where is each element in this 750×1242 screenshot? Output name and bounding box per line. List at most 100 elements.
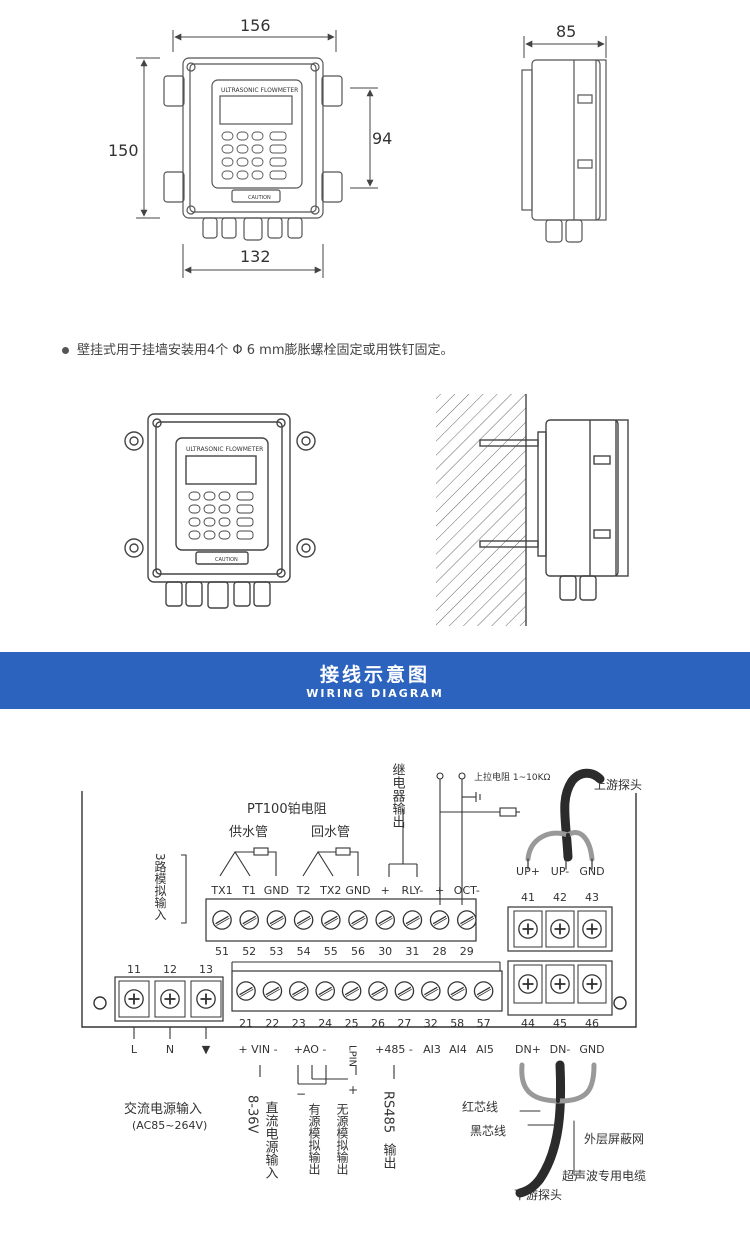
probe-slot-41 xyxy=(513,910,543,948)
terminal-screw-24[interactable] xyxy=(315,981,336,1001)
front-view-mounted xyxy=(124,413,316,609)
terminal-screw-42[interactable] xyxy=(549,918,571,940)
probe-bottom-block xyxy=(507,960,613,1016)
terminal-name-31: RLY- xyxy=(402,884,424,897)
mount-hole-left xyxy=(93,996,107,1010)
terminal-name-41: UP+ xyxy=(516,865,540,878)
terminal-screw-44[interactable] xyxy=(517,973,539,995)
black-wire-label: 黑芯线 xyxy=(470,1124,506,1138)
terminal-name-55: TX2 xyxy=(319,884,341,897)
terminal-num-44: 44 xyxy=(521,1017,535,1030)
terminal-screw-26[interactable] xyxy=(368,981,388,1001)
upper-terminals xyxy=(212,910,477,930)
passive-analog-label: 无源模拟输出 xyxy=(335,1103,349,1175)
terminal-screw-45[interactable] xyxy=(549,973,571,995)
lower-group-label: AI5 xyxy=(476,1043,494,1056)
ao-minus-label: − xyxy=(296,1087,306,1101)
terminal-screw-29[interactable] xyxy=(456,910,477,930)
board-outline xyxy=(81,791,637,1028)
terminal-screw-53[interactable] xyxy=(266,910,287,930)
dc-power-label: 直流电源输入 xyxy=(263,1101,279,1179)
bullet-icon xyxy=(62,347,69,354)
terminal-name-12: N xyxy=(166,1043,174,1056)
front-view-dimensioned xyxy=(163,57,343,241)
terminal-screw-27[interactable] xyxy=(394,981,415,1001)
terminal-screw-51[interactable] xyxy=(212,910,232,930)
lower-output-brackets xyxy=(133,961,501,1085)
dc-range-label: 8-36V xyxy=(245,1095,260,1134)
ac-range-label: (AC85~264V) xyxy=(132,1119,207,1132)
terminal-name-28: + xyxy=(435,884,444,897)
terminal-num-28: 28 xyxy=(433,945,447,958)
probe-terminals xyxy=(513,910,607,1004)
terminal-screw-56[interactable] xyxy=(348,910,368,930)
terminal-screw-13[interactable] xyxy=(195,988,217,1010)
dim-height-left: 150 xyxy=(108,141,139,160)
terminal-num-26: 26 xyxy=(371,1017,385,1030)
banner-title-en: WIRING DIAGRAM xyxy=(306,687,444,700)
downstream-probe-label: 下游探头 xyxy=(514,1188,562,1202)
section-banner: 接线示意图 WIRING DIAGRAM xyxy=(0,652,750,709)
terminal-name-45: DN- xyxy=(550,1043,571,1056)
pt100-title: PT100铂电阻 xyxy=(247,801,327,817)
ac-power-label: 交流电源输入 xyxy=(124,1101,202,1117)
terminal-name-52: T1 xyxy=(241,884,256,897)
terminal-name-42: UP- xyxy=(551,865,569,878)
analog-input-label: 3路模拟输入 xyxy=(153,853,167,921)
downstream-cable xyxy=(515,1060,597,1198)
rs485-label: RS485 xyxy=(381,1091,396,1133)
terminal-name-29: OCT- xyxy=(454,884,480,897)
terminal-num-24: 24 xyxy=(318,1017,332,1030)
terminal-name-46: GND xyxy=(579,1043,604,1056)
terminal-name-13: ▼ xyxy=(202,1043,211,1056)
terminal-num-12: 12 xyxy=(163,963,177,976)
dimension-drawings: ULTRASONIC FLOWMETER CAUTION 156 150 94 … xyxy=(108,16,629,626)
terminal-screw-54[interactable] xyxy=(293,910,314,930)
power-terminal-block xyxy=(114,976,224,1022)
terminal-screw-22[interactable] xyxy=(262,981,283,1001)
terminal-screw-58[interactable] xyxy=(447,981,468,1001)
upstream-cable xyxy=(525,768,605,870)
mount-hole-right xyxy=(613,996,627,1010)
terminal-screw-57[interactable] xyxy=(473,981,494,1001)
side-view-wall-mounted xyxy=(436,394,629,626)
terminal-screw-31[interactable] xyxy=(402,910,423,930)
terminal-screw-41[interactable] xyxy=(517,918,539,940)
ultrasonic-cable-label: 超声波专用电缆 xyxy=(562,1168,646,1183)
terminal-num-45: 45 xyxy=(553,1017,567,1030)
mounting-note-text: 壁挂式用于挂墙安装用4个 Φ 6 mm膨胀螺栓固定或用铁钉固定。 xyxy=(77,343,454,358)
terminal-screw-11[interactable] xyxy=(123,988,145,1010)
terminal-num-11: 11 xyxy=(127,963,141,976)
terminal-name-44: DN+ xyxy=(515,1043,541,1056)
terminal-screw-12[interactable] xyxy=(159,988,181,1010)
terminal-screw-32[interactable] xyxy=(420,981,441,1001)
terminal-name-54: T2 xyxy=(296,884,311,897)
lower-group-label: +AO - xyxy=(294,1043,327,1056)
terminal-screw-30[interactable] xyxy=(375,910,396,930)
banner-title-cn: 接线示意图 xyxy=(319,664,430,686)
terminal-num-52: 52 xyxy=(242,945,256,958)
return-pipe-label: 回水管 xyxy=(311,825,350,840)
terminal-screw-43[interactable] xyxy=(581,918,603,940)
terminal-screw-52[interactable] xyxy=(239,910,260,930)
terminal-num-54: 54 xyxy=(297,945,311,958)
terminal-name-53: GND xyxy=(264,884,289,897)
terminal-labels: TX151T152GND53T254TX255GND56+30RLY-31+28… xyxy=(127,865,605,1067)
terminal-screw-46[interactable] xyxy=(581,973,603,995)
terminal-screw-25[interactable] xyxy=(341,981,362,1001)
lower-group-label: +485 - xyxy=(375,1043,413,1056)
terminal-num-42: 42 xyxy=(553,891,567,904)
meter-brand-label-2: ULTRASONIC FLOWMETER xyxy=(186,446,263,453)
terminal-num-21: 21 xyxy=(239,1017,253,1030)
terminal-name-11: L xyxy=(131,1043,138,1056)
terminal-num-31: 31 xyxy=(405,945,419,958)
pt100-wiring xyxy=(181,772,520,924)
terminal-name-56: GND xyxy=(345,884,370,897)
terminal-screw-21[interactable] xyxy=(236,981,256,1001)
terminal-screw-28[interactable] xyxy=(429,910,450,930)
lower-group-label: + VIN - xyxy=(238,1043,277,1056)
active-analog-label: 有源模拟输出 xyxy=(307,1103,321,1175)
terminal-screw-55[interactable] xyxy=(320,910,341,930)
terminal-screw-23[interactable] xyxy=(288,981,309,1001)
side-view-dimensioned xyxy=(521,59,607,243)
